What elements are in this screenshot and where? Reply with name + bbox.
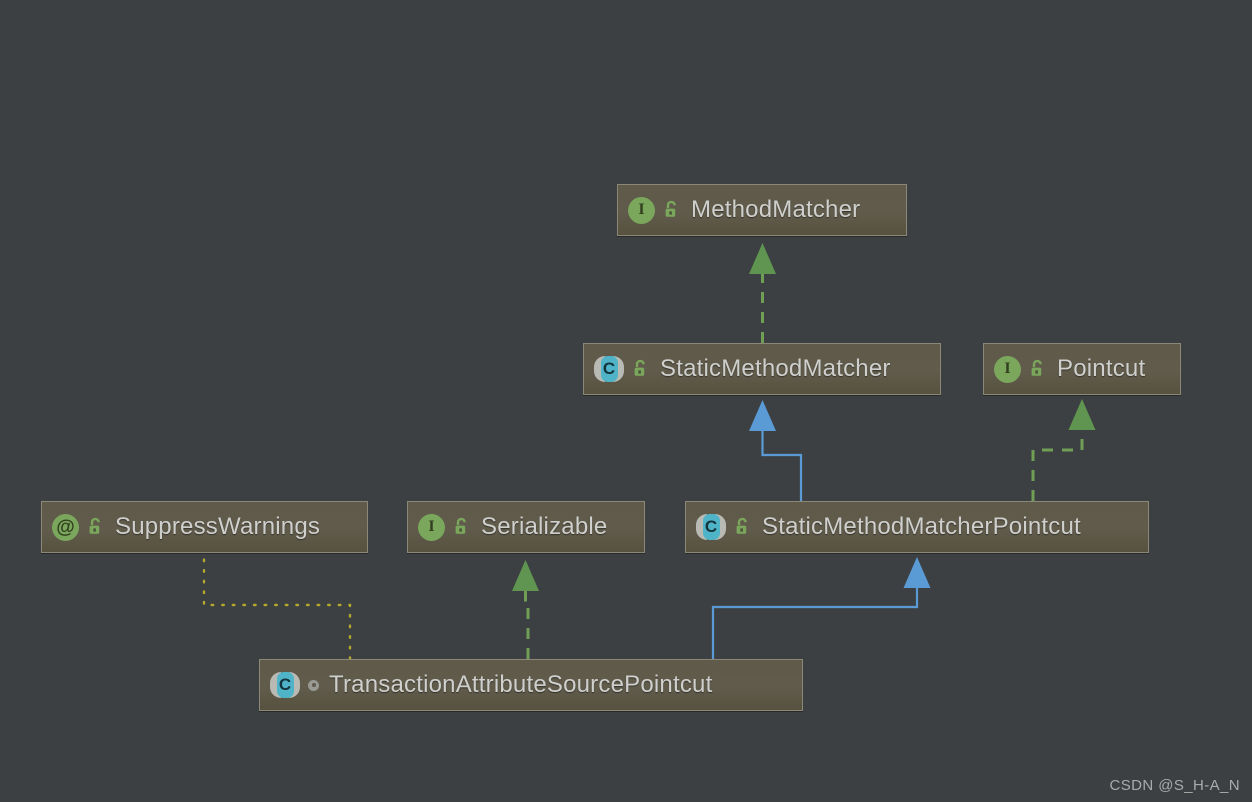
edge-tasp-annotation-suppresswarnings [202,551,352,661]
annotation-icon: @ [52,513,79,541]
interface-icon-glyph: I [418,513,445,541]
edge-tasp-extends-smmp [711,557,931,659]
class-icon-glyph: C [600,356,618,382]
edge-static-method-matcher-implements-method-matcher [749,243,776,343]
edge-tasp-implements-serializable [512,560,539,659]
uml-node-label: Serializable [481,513,608,540]
abstract-class-icon: C [270,671,300,699]
package-private-icon [308,679,319,691]
uml-node-label: TransactionAttributeSourcePointcut [329,671,713,698]
uml-node-label: StaticMethodMatcher [660,355,891,382]
uml-node-label: StaticMethodMatcherPointcut [762,513,1081,540]
unlock-icon [87,517,105,537]
unlock-icon [1029,359,1047,379]
uml-node-method-matcher[interactable]: I MethodMatcher [617,184,907,236]
interface-icon-glyph: I [628,196,655,224]
abstract-bracket-left [696,514,707,540]
unlock-icon [453,517,471,537]
edge-smmp-implements-pointcut [1031,399,1096,501]
abstract-bracket-right [715,514,726,540]
watermark: CSDN @S_H-A_N [1109,777,1240,794]
unlock-icon [632,359,650,379]
abstract-bracket-left [594,356,605,382]
unlock-icon [734,517,752,537]
class-icon-glyph: C [702,514,720,540]
uml-node-label: Pointcut [1057,355,1146,382]
uml-node-pointcut[interactable]: I Pointcut [983,343,1181,395]
abstract-bracket-left [270,672,281,698]
abstract-class-icon: C [696,513,726,541]
annotation-icon-glyph: @ [52,513,79,541]
uml-node-transaction-attribute-source-pointcut[interactable]: C TransactionAttributeSourcePointcut [259,659,803,711]
class-icon-glyph: C [276,672,294,698]
edge-smmp-extends-static-method-matcher [749,400,803,501]
uml-node-serializable[interactable]: I Serializable [407,501,645,553]
uml-node-label: MethodMatcher [691,196,861,223]
interface-icon-glyph: I [994,355,1021,383]
uml-node-label: SuppressWarnings [115,513,321,540]
uml-node-suppress-warnings[interactable]: @ SuppressWarnings [41,501,368,553]
uml-node-static-method-matcher[interactable]: C StaticMethodMatcher [583,343,941,395]
abstract-bracket-right [613,356,624,382]
abstract-class-icon: C [594,355,624,383]
abstract-bracket-right [289,672,300,698]
interface-icon: I [418,513,445,541]
unlock-icon [663,200,681,220]
interface-icon: I [628,196,655,224]
uml-node-static-method-matcher-pointcut[interactable]: C StaticMethodMatcherPointcut [685,501,1149,553]
interface-icon: I [994,355,1021,383]
